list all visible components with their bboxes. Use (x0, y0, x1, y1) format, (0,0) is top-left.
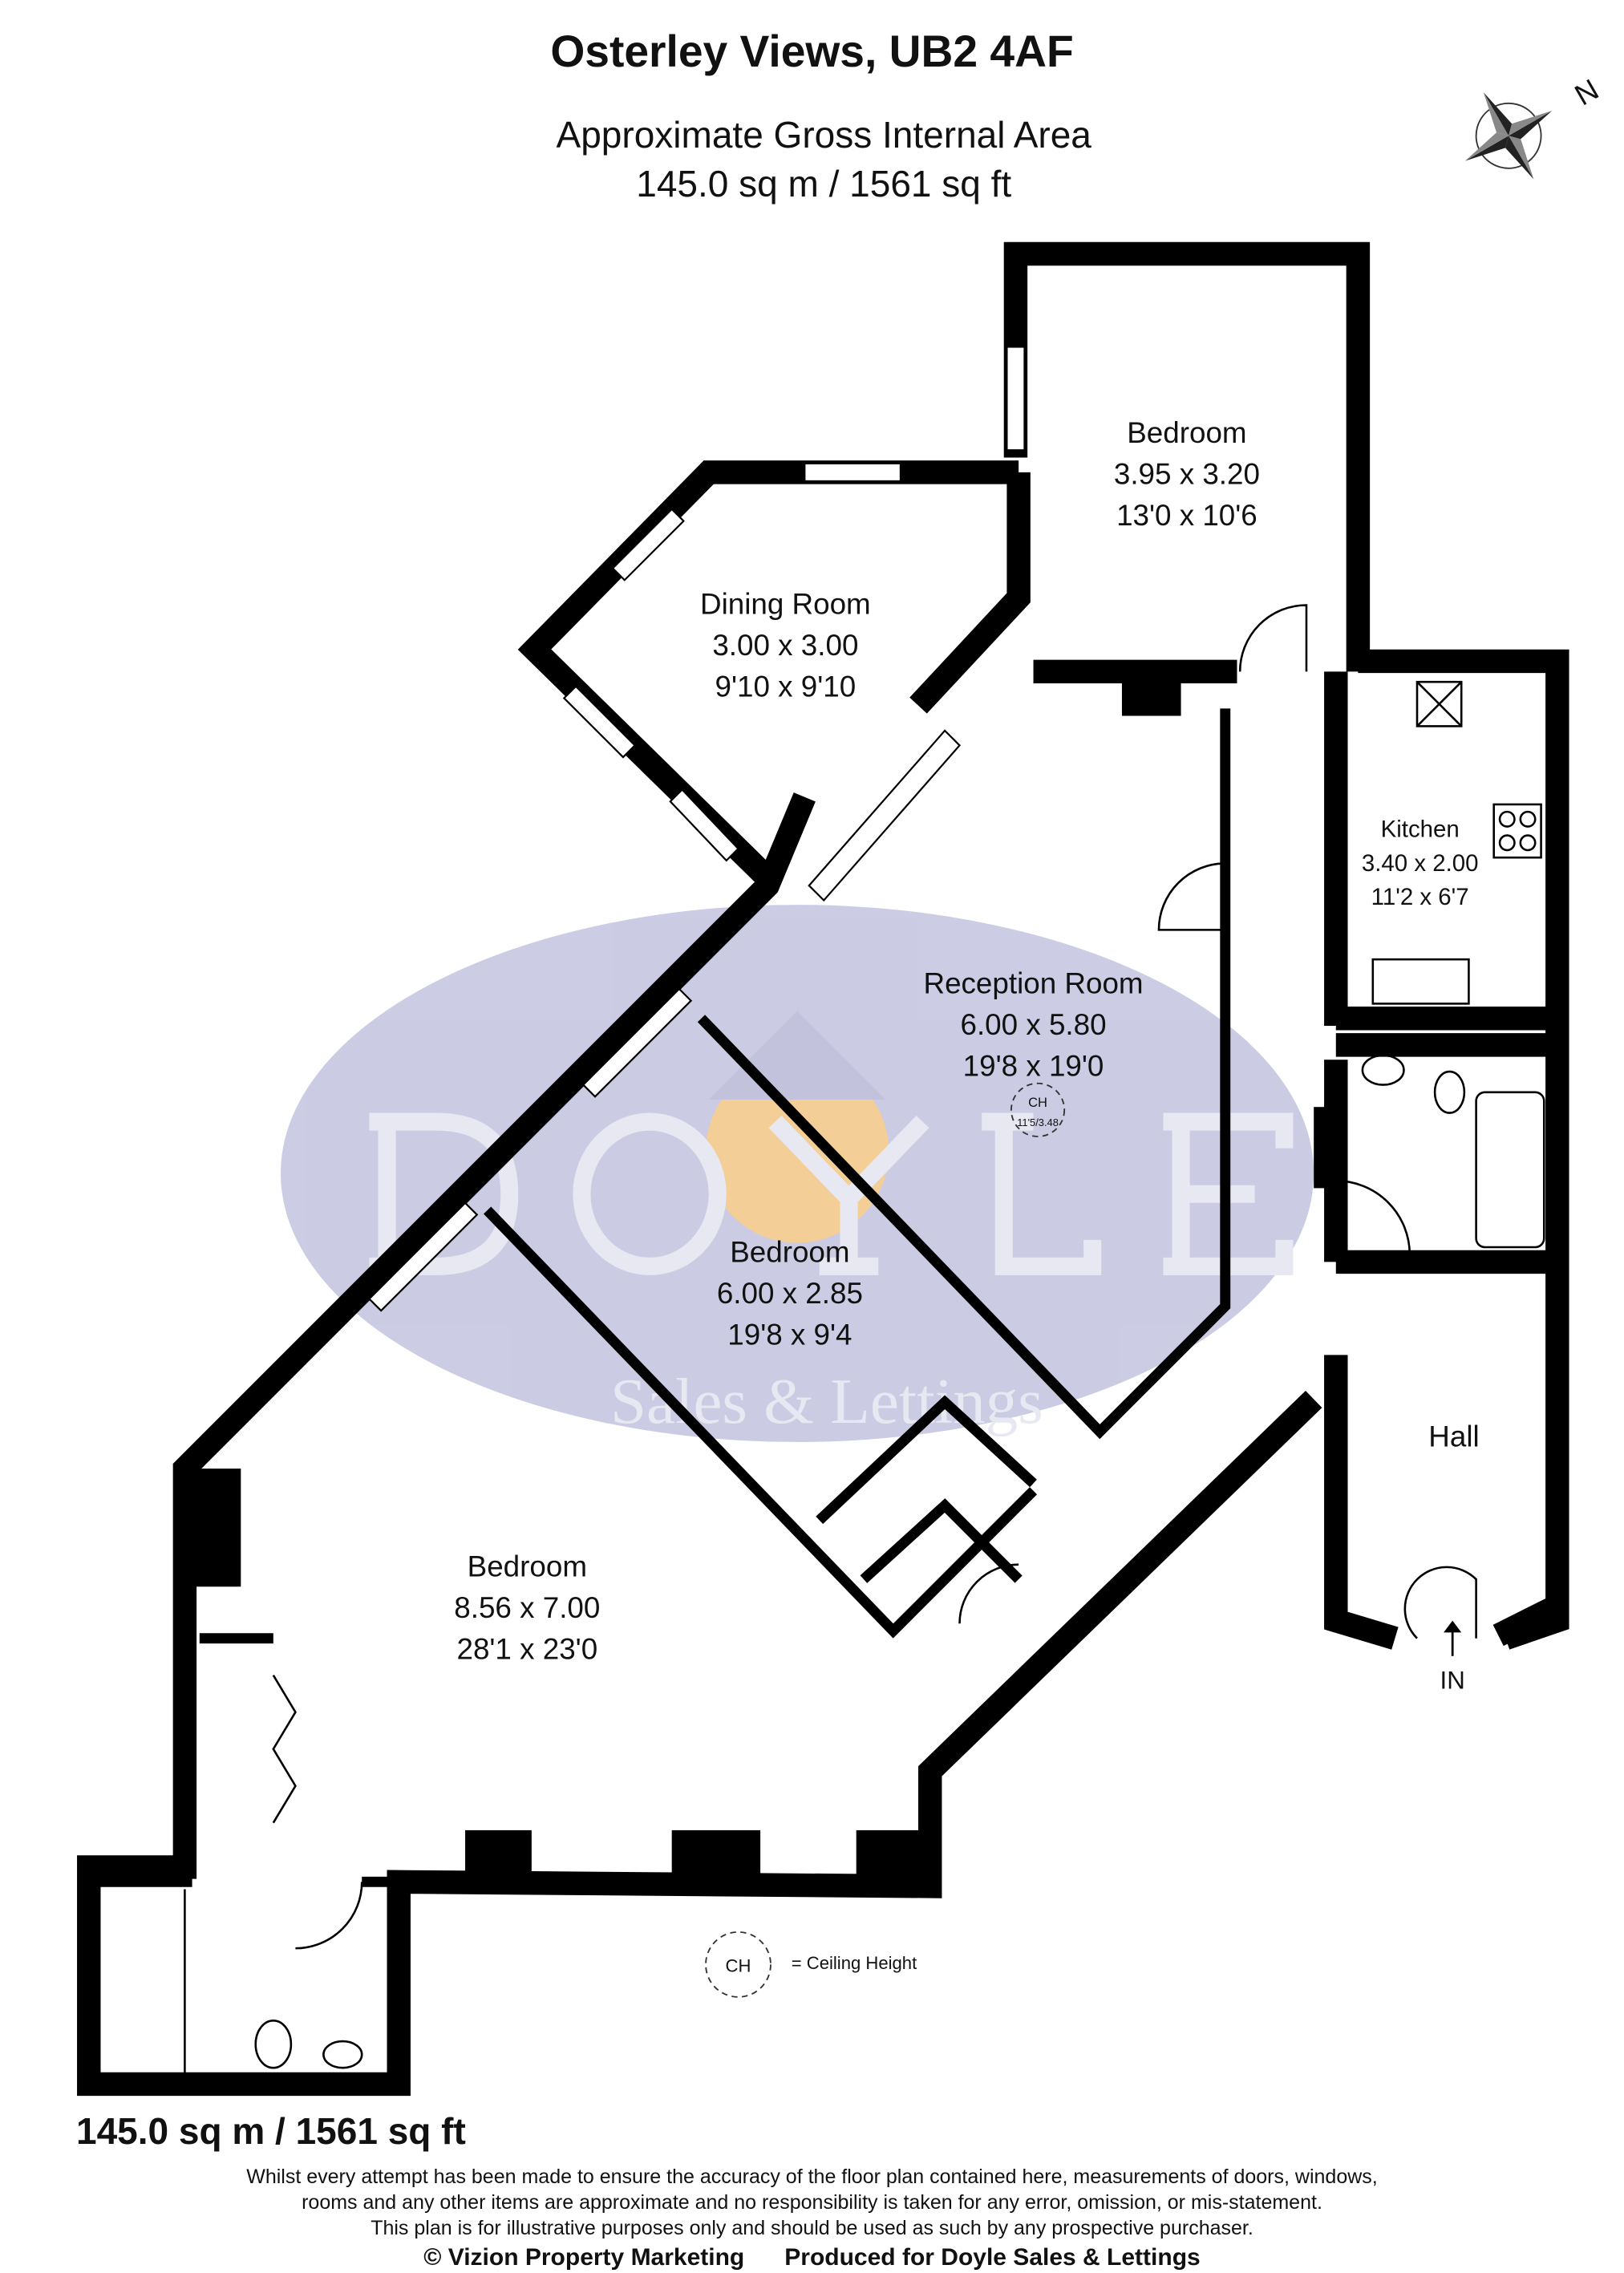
room-imperial: 19'8 x 19'0 (963, 1050, 1104, 1083)
room-imperial: 11'2 x 6'7 (1371, 884, 1469, 910)
ceiling-badge-value: 11'5/3.48 (1017, 1116, 1059, 1128)
room-kitchen: Kitchen 3.40 x 2.00 11'2 x 6'7 (1362, 816, 1479, 910)
room-name: Kitchen (1381, 816, 1460, 842)
entrance-marker: IN (1440, 1620, 1465, 1694)
room-hall: Hall (1428, 1420, 1479, 1453)
ceiling-height-legend: CH = Ceiling Height (705, 1931, 917, 1998)
legend-badge: CH (726, 1956, 751, 1976)
room-metric: 3.00 x 3.00 (712, 629, 858, 662)
room-bedroom-main: Bedroom 8.56 x 7.00 28'1 x 23'0 (454, 1550, 600, 1665)
room-dining: Dining Room 3.00 x 3.00 9'10 x 9'10 (700, 588, 871, 703)
room-reception: Reception Room 6.00 x 5.80 19'8 x 19'0 (923, 966, 1143, 1082)
room-imperial: 13'0 x 10'6 (1116, 499, 1257, 532)
ceiling-badge-label: CH (1028, 1095, 1047, 1110)
room-metric: 3.95 x 3.20 (1114, 458, 1260, 491)
room-metric: 6.00 x 2.85 (717, 1277, 863, 1310)
area-total: 145.0 sq m / 1561 sq ft (636, 163, 1011, 205)
legend-text: = Ceiling Height (792, 1953, 917, 1973)
disclaimer-line-2: rooms and any other items are approximat… (302, 2191, 1322, 2214)
footer-credit-right: Produced for Doyle Sales & Lettings (784, 2244, 1201, 2271)
room-metric: 6.00 x 5.80 (960, 1008, 1106, 1041)
room-bedroom-top: Bedroom 3.95 x 3.20 13'0 x 10'6 (1114, 416, 1260, 532)
compass-north-label: N (1569, 73, 1605, 112)
disclaimer-line-3: This plan is for illustrative purposes o… (371, 2217, 1253, 2239)
room-metric: 3.40 x 2.00 (1362, 850, 1479, 877)
compass-icon (1464, 92, 1553, 180)
room-metric: 8.56 x 7.00 (454, 1591, 600, 1624)
room-name: Bedroom (730, 1235, 849, 1268)
watermark-logo: Sales & Lettings (281, 905, 1314, 1442)
ceiling-height-badge: CH 11'5/3.48 (1010, 1082, 1066, 1137)
room-name: Reception Room (923, 966, 1143, 999)
watermark-brand-logo-lettering (369, 1112, 1294, 1275)
footer-credits: © Vizion Property Marketing Produced for… (0, 2244, 1624, 2271)
footer-area: 145.0 sq m / 1561 sq ft (76, 2110, 466, 2152)
room-imperial: 9'10 x 9'10 (715, 671, 857, 703)
plan-title: Osterley Views, UB2 4AF (550, 26, 1073, 76)
doors-and-fittings (184, 604, 1545, 2074)
windows (367, 346, 1026, 1312)
room-imperial: 19'8 x 9'4 (727, 1318, 852, 1351)
disclaimer-line-1: Whilst every attempt has been made to en… (246, 2166, 1378, 2188)
area-subtitle: Approximate Gross Internal Area (557, 114, 1092, 156)
entrance-label: IN (1440, 1666, 1465, 1694)
room-imperial: 28'1 x 23'0 (456, 1632, 597, 1665)
room-bedroom-middle: Bedroom 6.00 x 2.85 19'8 x 9'4 (717, 1235, 863, 1351)
room-name: Dining Room (700, 588, 871, 621)
footer-credit-left: © Vizion Property Marketing (423, 2244, 745, 2271)
room-name: Bedroom (1127, 416, 1246, 449)
room-name: Bedroom (468, 1550, 587, 1582)
